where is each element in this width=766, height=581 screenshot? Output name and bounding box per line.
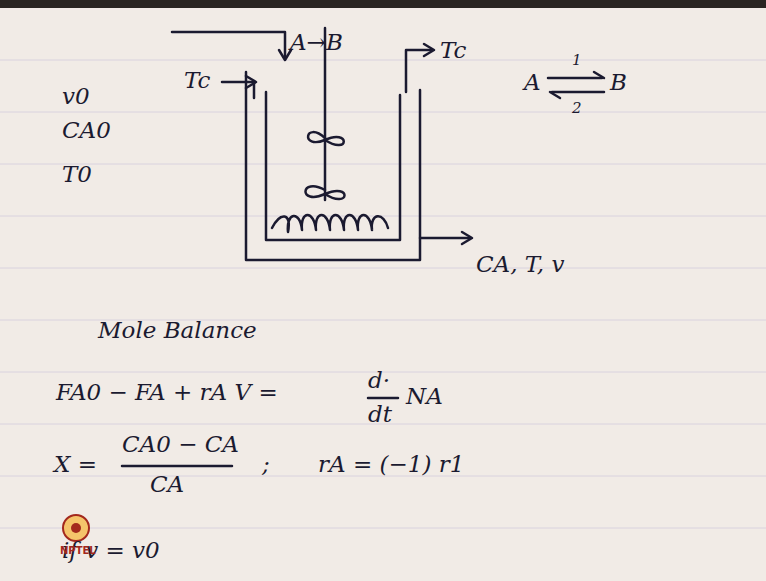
logo-mark <box>71 523 81 533</box>
equation: FA0 − FA + rA V = <box>56 380 278 405</box>
equation: X = <box>54 452 97 477</box>
outlet-label: CA, T, v <box>476 252 564 277</box>
equation: rA = (−1) r1 <box>318 452 464 477</box>
species-label: A <box>524 70 541 95</box>
flow-label: v0 <box>62 84 90 109</box>
species-label: B <box>610 70 627 95</box>
equation: CA0 − CA <box>122 432 239 457</box>
reaction-label: A→B <box>290 30 343 55</box>
reaction-index: 1 <box>572 52 582 69</box>
equation: CA <box>150 472 184 497</box>
temperature-label: T0 <box>62 162 92 187</box>
concentration-label: CA0 <box>62 118 111 143</box>
coolant-label: Tc <box>184 68 210 93</box>
top-band <box>0 0 766 8</box>
reaction-index: 2 <box>572 100 582 117</box>
coolant-label: Tc <box>440 38 466 63</box>
equation: NA <box>406 384 443 409</box>
watermark: NPTEL <box>60 545 96 556</box>
heading: Mole Balance <box>98 318 257 343</box>
equation: d· <box>368 368 390 393</box>
equation: dt <box>368 402 392 427</box>
ruled-lines <box>0 60 766 528</box>
equation: ; <box>262 452 270 477</box>
